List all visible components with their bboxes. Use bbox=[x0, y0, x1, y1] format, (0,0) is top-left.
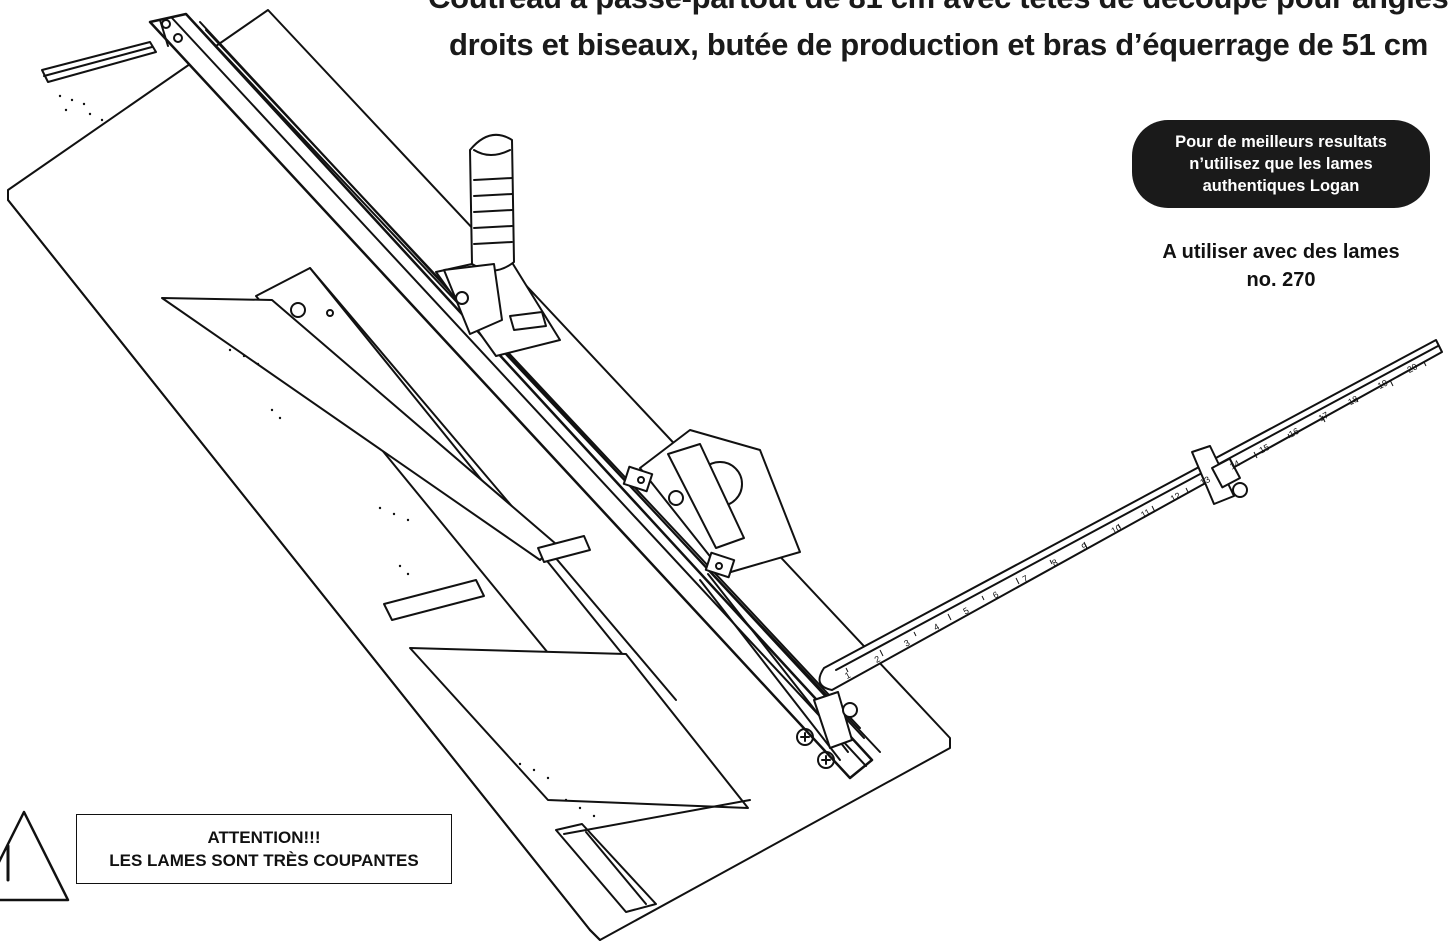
sharp-blades-warning: ATTENTION!!! LES LAMES SONT TRÈS COUPANT… bbox=[76, 814, 452, 884]
ruler-number: 11 bbox=[1139, 507, 1152, 520]
warning-line-2: LES LAMES SONT TRÈS COUPANTES bbox=[109, 851, 419, 870]
warning-line-1: ATTENTION!!! bbox=[207, 828, 321, 847]
badge-line-1: Pour de meilleurs resultats bbox=[1175, 133, 1387, 151]
ruler-number: 17 bbox=[1317, 410, 1331, 424]
badge-line-3: authentiques Logan bbox=[1202, 177, 1360, 195]
ruler-number: 9 bbox=[1080, 541, 1089, 552]
product-title-line-1: Coutreau à passe-partout de 81 cm avec t… bbox=[428, 0, 1449, 21]
ruler-number: 4 bbox=[932, 621, 941, 632]
main-rail bbox=[148, 12, 874, 780]
ruler-number: 5 bbox=[961, 605, 970, 616]
ruler-number: 3 bbox=[902, 638, 911, 649]
ruler-number: 12 bbox=[1169, 490, 1183, 504]
ruler-number: 10 bbox=[1109, 522, 1123, 536]
ruler-number: 6 bbox=[991, 589, 1000, 600]
badge-line-2: n’utilisez que les lames bbox=[1189, 155, 1373, 173]
ruler-number: 2 bbox=[873, 654, 882, 665]
product-title-line-2: droits et biseaux, butée de production e… bbox=[448, 27, 1428, 62]
ruler-number: 19 bbox=[1376, 378, 1390, 392]
genuine-blades-badge: Pour de meilleurs resultats n’utilisez q… bbox=[1132, 120, 1430, 208]
ruler-number: 7 bbox=[1021, 573, 1030, 584]
ruler-number: 8 bbox=[1050, 557, 1059, 568]
squaring-arm bbox=[818, 339, 1443, 691]
ruler-number: 1 bbox=[843, 670, 852, 681]
ruler-number: 15 bbox=[1257, 442, 1271, 456]
ruler-number: 13 bbox=[1198, 474, 1212, 488]
ruler-number: 20 bbox=[1405, 361, 1419, 375]
product-title: Coutreau à passe-partout de 81 cm avec t… bbox=[428, 0, 1449, 68]
blade-note-line-1: A utiliser avec des lames bbox=[1162, 241, 1400, 263]
ruler-number: 16 bbox=[1287, 426, 1301, 440]
ruler-number: 18 bbox=[1346, 394, 1360, 408]
warning-triangle-icon bbox=[0, 810, 70, 902]
blade-compatibility-note: A utiliser avec des lames no. 270 bbox=[1128, 238, 1434, 294]
ruler-number: 14 bbox=[1228, 458, 1242, 472]
blade-note-line-2: no. 270 bbox=[1246, 269, 1316, 291]
